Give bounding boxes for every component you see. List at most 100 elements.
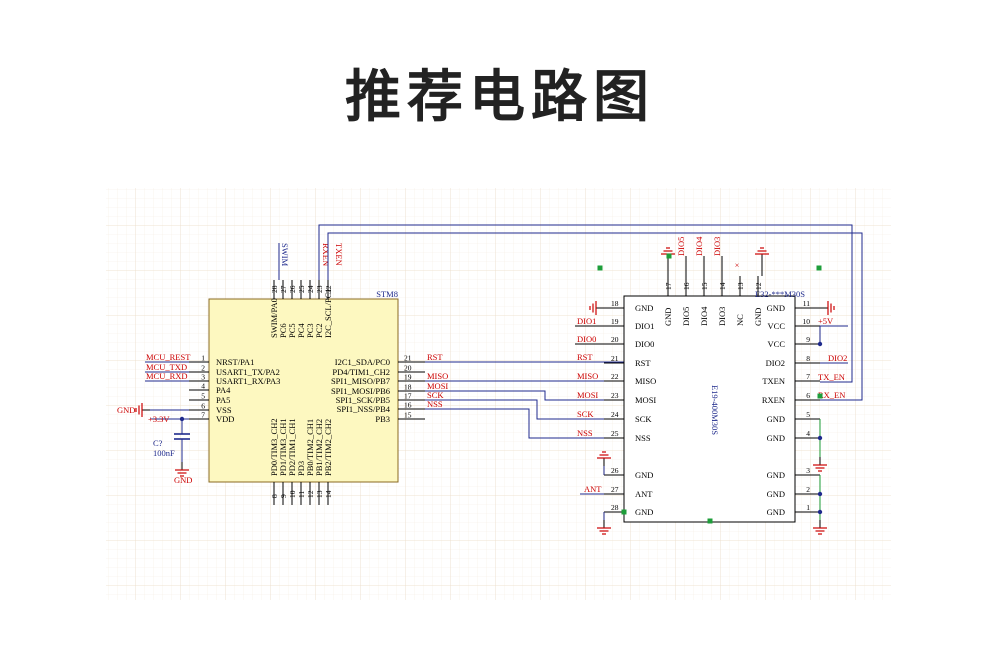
module-pin-name: DIO1 [635,321,654,331]
stm8-pin-number: 4 [201,382,205,391]
module-ref-label: E32-***M30S [755,289,805,299]
module-pin-number: 8 [806,354,810,363]
stm8-pin-number: 27 [279,285,288,293]
stm8-pin-number: 23 [315,285,324,293]
module-pin-name: DIO3 [717,307,727,326]
module-pin-name: DIO0 [635,339,654,349]
module-pin-name: DIO4 [699,306,709,326]
net-label-tx-en: TX_EN [818,372,845,382]
net-label-sck: SCK [427,390,444,400]
net-label-dio2: DIO2 [828,353,847,363]
module-pin-number: 6 [806,391,810,400]
stm8-pin-number: 17 [404,392,412,401]
stm8-pin-number: 20 [404,364,412,373]
net-label-nss-module: NSS [577,428,593,438]
net-label-mosi-module: MOSI [577,390,598,400]
module-pin-number: 24 [611,410,619,419]
net-wire-txen [318,224,853,383]
net-wire-sck [425,399,632,420]
junction-dot [817,491,823,497]
stm8-chip-body [208,298,399,483]
stm8-pin-name: PA5 [216,395,230,405]
stm8-pin-name: SPI1_MISO/PB7 [331,376,390,386]
net-label-mcu-rxd: MCU_RXD [146,371,188,381]
stm8-pin-name: PC3 [305,323,315,338]
net-label-txen: TXEN [334,243,344,266]
module-pin-name: GND [767,433,785,443]
net-label-dio0: DIO0 [577,334,596,344]
module-body [623,295,796,523]
stm8-pin-name: VSS [216,405,232,415]
module-pin-number: 26 [611,466,619,475]
module-pin-number: 27 [611,485,619,494]
net-wire-nss [425,408,632,439]
net-wire-mosi [425,390,632,401]
stm8-pin-number: 19 [404,373,412,382]
module-pin-name: GND [753,308,763,326]
module-pin-number: 21 [611,354,619,363]
module-pin-number: 16 [682,282,691,290]
page-title: 推荐电路图 [345,65,655,130]
stm8-pin-number: 5 [201,392,205,401]
stm8-pin-number: 9 [279,494,288,498]
net-label-dio1: DIO1 [577,316,596,326]
stm8-name-label: STM8 [376,289,398,299]
module-pin-number: 10 [803,317,811,326]
net-label-swim: SWIM [280,243,290,267]
module-pin-number: 9 [806,335,810,344]
stm8-pin-number: 21 [404,354,412,363]
stm8-pin-name: PC4 [296,323,306,338]
net-label-rxen: RXEN [321,243,331,266]
module-pin-name: NC [735,314,745,326]
module-pin-number: 14 [718,282,727,290]
module-pin-number: 28 [611,503,619,512]
module-pin-name: DIO5 [681,307,691,326]
stm8-pin-name: PD0/TIM3_CH2 [269,418,279,476]
stm8-pin-number: 28 [270,285,279,293]
module-pin-name: GND [635,470,653,480]
net-label-mosi: MOSI [427,381,448,391]
stm8-pin-name: PD3 [296,461,306,476]
module-part-label: E19-400M30S [710,385,720,435]
net-label-mcu-txd: MCU_TXD [146,362,187,372]
nc-marker: × [735,260,740,270]
module-pin-name: GND [635,507,653,517]
module-pin-number: 11 [803,299,810,308]
module-pin-number: 17 [664,282,673,290]
net-label-mcu-rest: MCU_REST [146,352,191,362]
stm8-pin-name: SPI1_MOSI/PB6 [331,386,390,396]
stm8-pin-name: SPI1_SCK/PB5 [336,395,390,405]
module-pin-name: MOSI [635,395,656,405]
module-pin-number: 23 [611,391,619,400]
module-pin-number: 1 [806,503,810,512]
stm8-pin-number: 6 [201,402,205,411]
module-pin-name: NSS [635,433,651,443]
module-pin-number: 2 [806,485,810,494]
stm8-pin-number: 22 [324,285,333,293]
module-pin-name: MISO [635,376,656,386]
module-pin-number: 3 [806,466,810,475]
stm8-pin-number: 16 [404,401,412,410]
stm8-pin-number: 8 [270,494,279,498]
net-label-dio4: DIO4 [694,236,704,256]
module-pin-number: 12 [754,282,763,290]
module-pin-number: 5 [806,410,810,419]
stm8-pin-name: PB0/TIM2_CH1 [305,419,315,476]
module-pin-name: VCC [768,321,786,331]
stm8-pin-number: 15 [404,411,412,420]
junction-dot [817,435,823,441]
net-label-5v: +5V [818,316,834,326]
stm8-pin-name: PB2/TIM2_CH2 [323,419,333,476]
net-label-sck-module: SCK [577,409,594,419]
stm8-pin-name: PB3 [375,414,390,424]
stm8-pin-name: PA4 [216,385,231,395]
module-pin-number: 4 [806,429,810,438]
stm8-pin-number: 14 [324,490,333,498]
module-pin-name: RXEN [762,395,785,405]
stm8-pin-number: 26 [288,285,297,293]
module-pin-name: DIO2 [766,358,785,368]
stm8-pin-name: SWIM/PA0 [269,298,279,338]
stm8-pin-name: PD4/TIM1_CH2 [332,367,390,377]
stm8-pin-name: SPI1_NSS/PB4 [337,404,391,414]
stm8-pin-name: VDD [216,414,234,424]
